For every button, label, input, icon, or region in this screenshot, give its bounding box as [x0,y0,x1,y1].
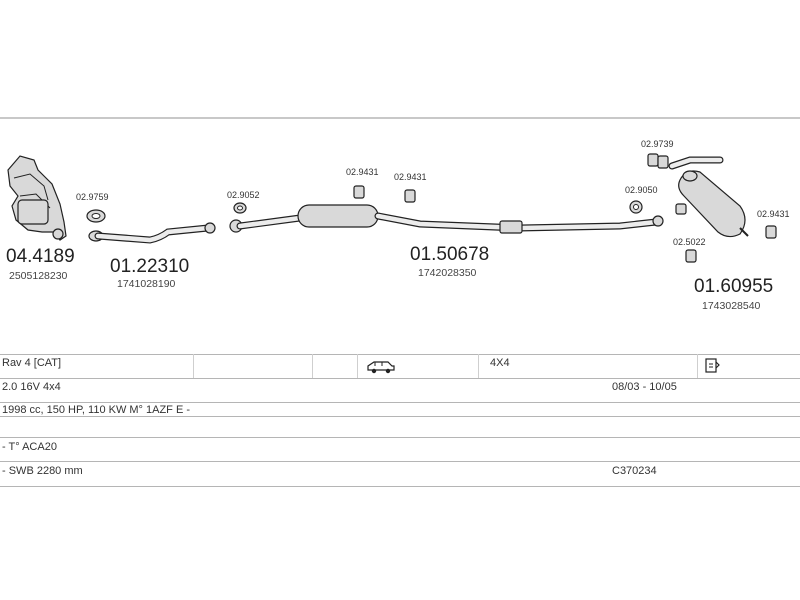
vehicle-code: C370234 [612,465,657,477]
table-rule [0,402,800,403]
column-divider [357,354,358,378]
oem-number-catalyst: 2505128230 [9,270,68,282]
part-number-catalyst: 04.4189 [6,246,75,267]
middle-silencer-part[interactable] [236,204,664,234]
vehicle-row-1: Rav 4 [CAT] 4X4 [0,357,800,377]
document-icon [705,358,720,373]
vehicle-model: Rav 4 [CAT] [2,357,62,369]
table-rule [0,354,800,355]
car-icon [367,361,395,374]
vehicle-row-4: - T° ACA20 [0,441,800,461]
table-rule [0,486,800,487]
vehicle-row-3: 1998 cc, 150 HP, 110 KW M° 1AZF E - [0,404,800,418]
table-rule [0,461,800,462]
vehicle-years: 08/03 - 10/05 [612,381,677,393]
table-rule [0,437,800,438]
gasket-02-9050-part[interactable] [629,200,643,214]
catalytic-converter-part[interactable] [7,155,67,241]
rubber-02-5022-part[interactable] [685,249,697,263]
column-divider [193,354,194,378]
part-number-gasket3: 02.9050 [625,185,658,195]
vehicle-drive: 4X4 [490,357,510,369]
column-divider [312,354,313,378]
vehicle-row-2: 2.0 16V 4x4 08/03 - 10/05 [0,381,800,401]
column-divider [697,354,698,378]
front-pipe-part[interactable] [94,222,216,244]
clamp-02-9431-a-part[interactable] [353,185,365,199]
oem-number-middle-silencer: 1742028350 [418,267,477,279]
part-number-rubber-top: 02.9739 [641,139,674,149]
rear-silencer-part[interactable] [668,156,749,238]
vehicle-spec: 1998 cc, 150 HP, 110 KW M° 1AZF E - [2,404,191,416]
part-number-clamp2: 02.9431 [394,172,427,182]
vehicle-wheelbase: - SWB 2280 mm [2,465,83,477]
clamp-02-9431-b-part[interactable] [404,189,416,203]
rubber-02-9739-part[interactable] [647,153,669,169]
vehicle-type: - T° ACA20 [2,441,57,453]
vehicle-row-5: - SWB 2280 mm C370234 [0,465,800,485]
part-number-gasket2: 02.9052 [227,190,260,200]
vehicle-engine: 2.0 16V 4x4 [2,381,61,393]
part-number-rubber-bottom: 02.5022 [673,237,706,247]
part-number-middle-silencer: 01.50678 [410,244,489,265]
part-number-front-pipe: 01.22310 [110,256,189,277]
part-number-gasket1: 02.9759 [76,192,109,202]
table-rule [0,378,800,379]
clamp-02-9431-c-part[interactable] [765,225,777,239]
oem-number-front-pipe: 1741028190 [117,278,176,290]
table-rule [0,416,800,417]
part-number-clamp1: 02.9431 [346,167,379,177]
column-divider [478,354,479,378]
part-number-rear-silencer: 01.60955 [694,276,773,297]
oem-number-rear-silencer: 1743028540 [702,300,761,312]
part-number-clamp3: 02.9431 [757,209,790,219]
